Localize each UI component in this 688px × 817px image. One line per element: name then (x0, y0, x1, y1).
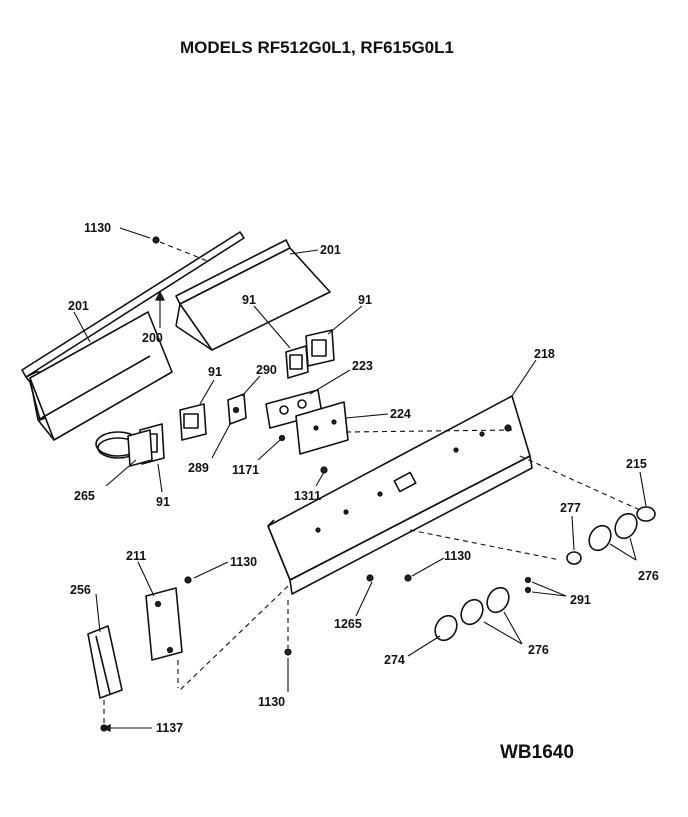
callout-1130-bottom: 1130 (258, 695, 285, 709)
callout-91-a: 91 (242, 293, 256, 307)
end-trim-256 (87, 625, 123, 699)
assembly-dashed-lines (103, 429, 641, 724)
callout-265: 265 (74, 489, 95, 503)
bracket-224 (295, 401, 349, 455)
callout-1130-top: 1130 (84, 221, 111, 235)
screw-1130-bottom (284, 648, 292, 656)
drawing-code: WB1640 (500, 742, 574, 763)
switch-91-lower-right (179, 403, 207, 441)
switch-91-upper-left (285, 345, 309, 379)
callout-1265: 1265 (334, 617, 362, 631)
knob-276-pair-right (588, 512, 638, 552)
back-panel-right (175, 239, 331, 351)
callout-1130-mid-right: 1130 (444, 549, 471, 563)
knob-274 (434, 614, 458, 642)
callout-223: 223 (352, 359, 373, 373)
switch-91-upper-right (305, 329, 335, 367)
knob-215 (636, 506, 656, 522)
callout-200: 200 (142, 331, 163, 345)
screw-1265 (366, 574, 374, 582)
callout-277: 277 (560, 501, 581, 515)
control-panel-218 (267, 395, 533, 595)
side-bracket-211 (145, 587, 183, 661)
callout-leaders (73, 227, 647, 732)
callout-276-a: 276 (638, 569, 659, 583)
screw-1171 (278, 434, 286, 442)
callout-291: 291 (570, 593, 591, 607)
callout-1311: 1311 (294, 489, 321, 503)
part-200-arrow (155, 290, 165, 328)
callout-1171: 1171 (232, 463, 259, 477)
callout-201-left: 201 (68, 299, 89, 313)
callout-289: 289 (188, 461, 209, 475)
knob-277 (566, 551, 582, 565)
callout-91-c: 91 (208, 365, 222, 379)
screw-1130-mid-right (404, 574, 412, 582)
callout-211: 211 (126, 549, 146, 563)
callout-1130-mid-left: 1130 (230, 555, 257, 569)
back-panel-left (21, 231, 245, 441)
callout-224: 224 (390, 407, 411, 421)
callout-91-d: 91 (156, 495, 170, 509)
callout-218: 218 (534, 347, 555, 361)
thermostat-265 (95, 429, 153, 467)
knob-276-pair-center (460, 586, 510, 626)
callout-276-b: 276 (528, 643, 549, 657)
diagram-title: MODELS RF512G0L1, RF615G0L1 (180, 38, 454, 57)
callout-290: 290 (256, 363, 277, 377)
bracket-290 (227, 393, 247, 425)
callout-201-right: 201 (320, 243, 341, 257)
callout-91-b: 91 (358, 293, 372, 307)
screw-1130-mid-left (184, 576, 192, 584)
callout-215: 215 (626, 457, 647, 471)
screw-1130-top (152, 236, 211, 263)
screws-291 (524, 576, 532, 594)
callout-1137: 1137 (156, 721, 183, 735)
callout-274: 274 (384, 653, 405, 667)
callout-256: 256 (70, 583, 91, 597)
callout-labels: 1130 201 201 200 91 91 91 290 223 218 22… (68, 221, 659, 735)
